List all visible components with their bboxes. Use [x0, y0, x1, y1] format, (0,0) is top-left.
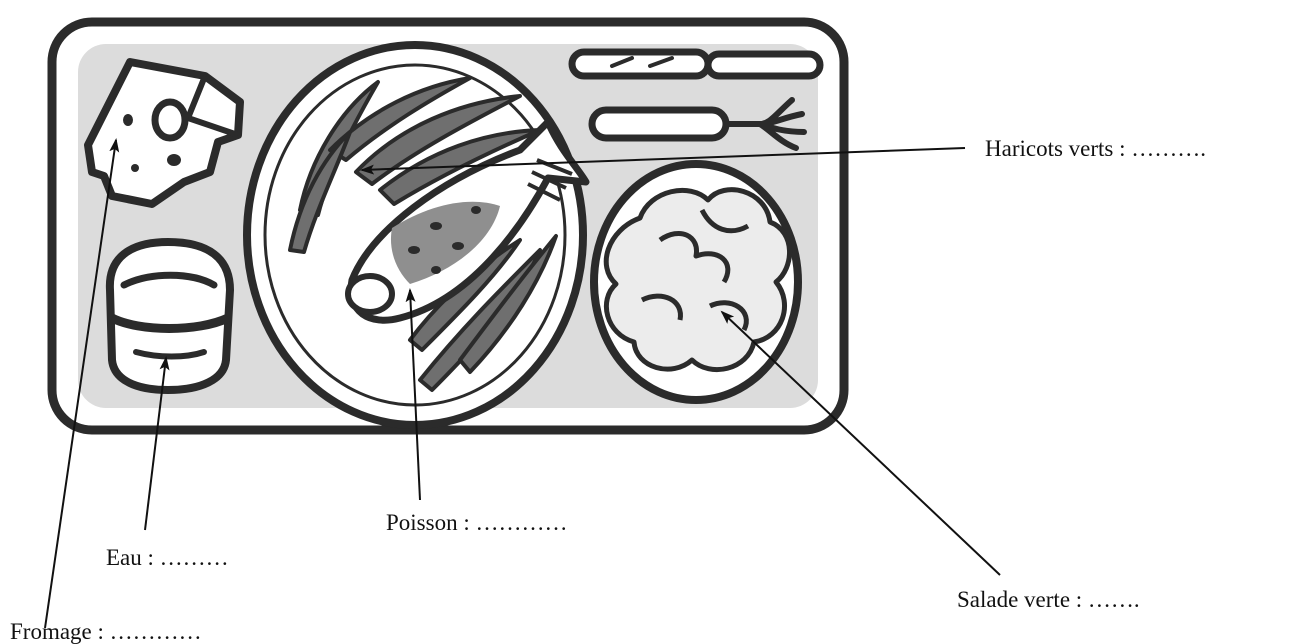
arrow-salade: [722, 312, 1000, 575]
label-poisson: Poisson : …………: [386, 511, 567, 534]
salad-bowl-illustration: [594, 164, 798, 400]
label-eau: Eau : ………: [106, 546, 229, 569]
knife-illustration: [572, 52, 820, 76]
label-fromage: Fromage : …………: [10, 620, 202, 643]
main-plate-illustration: [247, 45, 586, 425]
label-haricots-verts: Haricots verts : ……….: [985, 137, 1206, 160]
water-cup-illustration: [110, 242, 230, 390]
label-salade-verte: Salade verte : …….: [957, 588, 1140, 611]
